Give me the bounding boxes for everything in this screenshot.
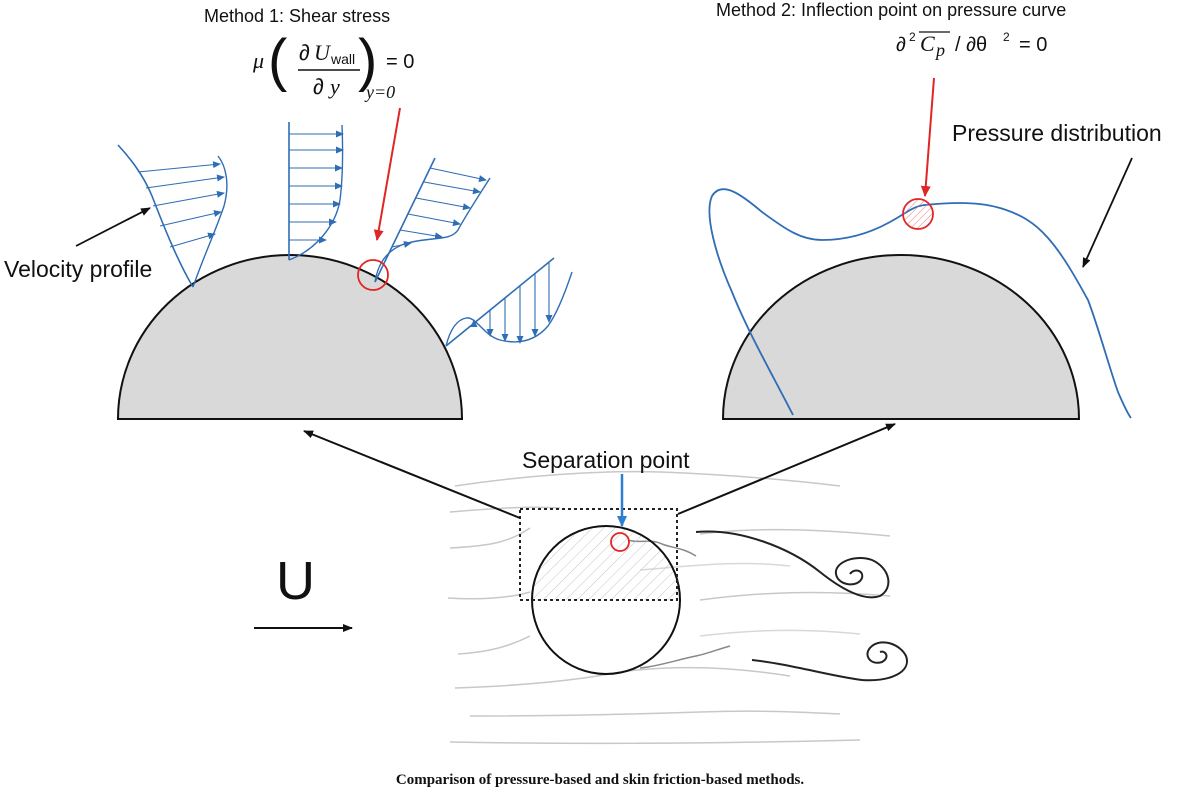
formula2-d: ∂ — [896, 34, 906, 56]
formula2-rhs: = 0 — [1019, 34, 1047, 56]
right-panel — [708, 77, 1133, 420]
formula1-mu: μ — [252, 48, 264, 73]
formula1-lparen: ( — [268, 28, 287, 93]
formula2-slash: / ∂θ — [955, 34, 987, 56]
velocity-profile-separation — [374, 157, 491, 283]
left-red-arrow — [373, 107, 401, 241]
velocity-profile-pointer — [75, 207, 151, 247]
formula2-cp-sub: p — [934, 40, 945, 60]
velocity-profile-top — [288, 122, 344, 261]
formula1-den-d: ∂ — [313, 74, 324, 99]
right-cylinder-body — [721, 254, 1081, 420]
formula-shear-stress: μ ( ∂ U wall ∂ y ) y=0 = 0 — [252, 28, 414, 102]
left-cylinder-body — [116, 254, 464, 420]
upper-vortex — [695, 530, 890, 599]
formula1-den-y: y — [328, 74, 340, 99]
formula2-sup2: 2 — [1003, 30, 1010, 44]
figure-caption: Comparison of pressure-based and skin fr… — [395, 772, 805, 788]
formula1-rhs: = 0 — [386, 51, 414, 73]
zoom-arrow-left — [303, 430, 521, 519]
zoom-region-box — [519, 508, 678, 601]
formula1-num-d: ∂ — [299, 40, 310, 65]
formula1-num-u: U — [314, 40, 332, 65]
formula1-num-sub: wall — [330, 51, 355, 67]
hatched-upper-half — [532, 526, 680, 600]
left-panel — [75, 107, 573, 420]
inflection-marker — [902, 198, 934, 230]
method2-title: Method 2: Inflection point on pressure c… — [716, 0, 1067, 20]
pressure-distribution-label: Pressure distribution — [952, 120, 1162, 146]
separation-point-label: Separation point — [522, 447, 690, 473]
freestream-velocity-label: U — [276, 551, 315, 611]
pressure-curve — [708, 188, 1132, 419]
formula1-subscript: y=0 — [364, 82, 395, 102]
velocity-profile-upstream — [117, 144, 228, 288]
formula-inflection: ∂ 2 C p / ∂θ 2 = 0 — [896, 30, 1047, 60]
formula2-sup: 2 — [909, 30, 916, 44]
left-separation-marker — [357, 259, 389, 291]
velocity-profile-label: Velocity profile — [4, 256, 153, 282]
zoom-arrow-right — [677, 423, 896, 515]
pressure-distribution-pointer — [1082, 157, 1133, 268]
formula1-rparen: ) — [358, 28, 377, 93]
method1-title: Method 1: Shear stress — [204, 6, 391, 26]
lower-vortex — [751, 641, 908, 682]
bottom-panel — [254, 423, 908, 745]
lower-shear-layer — [639, 645, 731, 669]
right-red-arrow — [920, 77, 935, 197]
separation-point-marker — [610, 532, 630, 552]
streamlines — [447, 470, 891, 745]
velocity-profile-downstream — [445, 257, 573, 347]
formula2-cp: C — [920, 31, 935, 56]
